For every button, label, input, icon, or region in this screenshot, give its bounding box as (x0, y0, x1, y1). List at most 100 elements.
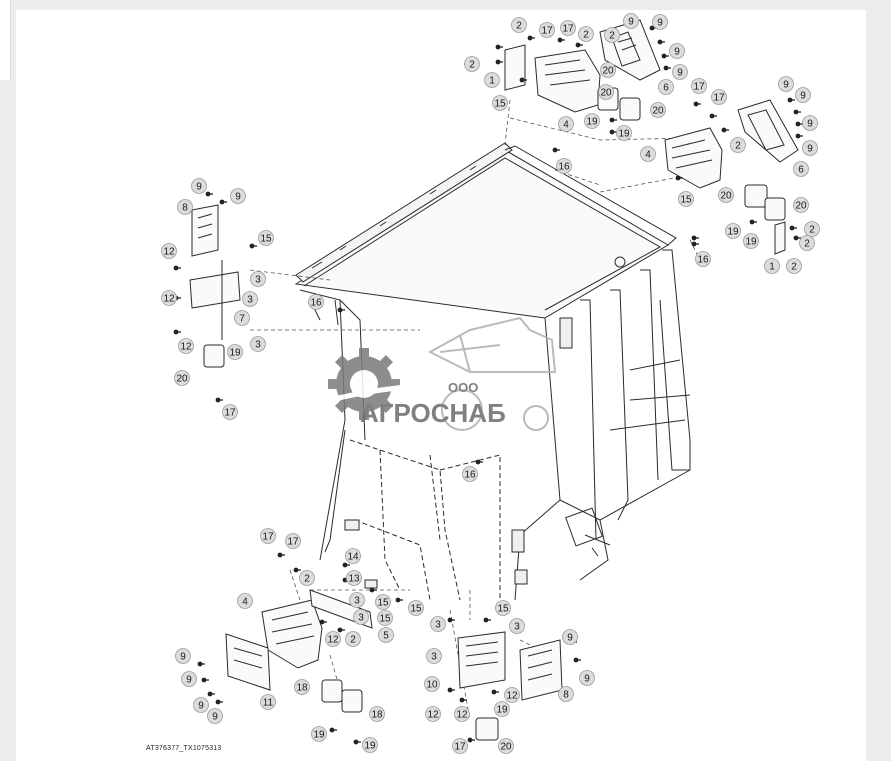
callout-number: 13 (348, 574, 360, 585)
callout-number: 6 (798, 165, 804, 176)
callout-circle (452, 738, 468, 754)
callout-bubble: 2 (786, 258, 802, 274)
callout-number: 15 (379, 614, 391, 625)
callout-bubble: 12 (161, 290, 177, 306)
callout-circle (795, 87, 811, 103)
callout-circle (375, 594, 391, 610)
callout-number: 9 (180, 652, 186, 663)
callout-number: 9 (677, 68, 683, 79)
callout-circle (325, 631, 341, 647)
callout-circle (669, 43, 685, 59)
callout-bubble: 11 (260, 694, 276, 710)
callout-circle (426, 648, 442, 664)
callout-number: 1 (769, 262, 775, 273)
callout-bubble: 17 (539, 22, 555, 38)
callout-bubble: 15 (408, 600, 424, 616)
callout-circle (430, 616, 446, 632)
callout-number: 3 (514, 622, 520, 633)
callout-bubble: 17 (260, 528, 276, 544)
callout-number: 12 (327, 635, 339, 646)
callout-circle (250, 271, 266, 287)
cab-frame (294, 142, 691, 601)
callout-bubble: 2 (799, 235, 815, 251)
callout-number: 1 (489, 76, 495, 87)
callout-bubble: 20 (598, 84, 614, 100)
callout-circle (464, 56, 480, 72)
callout-bubble: 19 (725, 223, 741, 239)
callout-number: 15 (260, 234, 272, 245)
left-parts (189, 204, 241, 368)
callout-circle (558, 686, 574, 702)
callout-bubble: 9 (623, 13, 639, 29)
callout-circle (658, 79, 674, 95)
callout-number: 16 (697, 255, 709, 266)
callout-circle (178, 338, 194, 354)
callout-bubble: 10 (424, 676, 440, 692)
callout-bubble: 12 (504, 687, 520, 703)
callout-circle (604, 27, 620, 43)
callout-number: 2 (469, 60, 475, 71)
callout-number: 9 (628, 17, 634, 28)
callout-bubble: 12 (325, 631, 341, 647)
callout-number: 20 (652, 106, 664, 117)
callout-circle (294, 679, 310, 695)
callout-bubble: 20 (718, 187, 734, 203)
callout-bubble: 19 (743, 233, 759, 249)
callout-circle (598, 84, 614, 100)
callout-bubble: 2 (299, 570, 315, 586)
figure-caption: AT376377_TX1075313 (146, 745, 222, 752)
top-center-parts (504, 19, 661, 121)
callout-circle (652, 14, 668, 30)
callout-bubble: 19 (494, 701, 510, 717)
callout-bubble: 16 (695, 251, 711, 267)
callout-circle (793, 161, 809, 177)
callout-circle (616, 125, 632, 141)
callout-number: 9 (186, 675, 192, 686)
callout-bubble: 9 (652, 14, 668, 30)
callout-number: 17 (693, 82, 705, 93)
callout-circle (672, 64, 688, 80)
callout-number: 2 (804, 239, 810, 250)
callout-bubble: 9 (795, 87, 811, 103)
callout-bubble: 9 (230, 188, 246, 204)
callout-number: 9 (657, 18, 663, 29)
callout-bubble: 20 (793, 197, 809, 213)
callout-number: 3 (435, 620, 441, 631)
callout-bubble: 16 (462, 466, 478, 482)
callout-bubble: 9 (579, 670, 595, 686)
callout-circle (230, 188, 246, 204)
callout-circle (786, 258, 802, 274)
callout-bubble: 17 (222, 404, 238, 420)
callout-bubble: 16 (556, 158, 572, 174)
callout-number: 20 (602, 66, 614, 77)
callout-number: 2 (735, 141, 741, 152)
callout-number: 19 (586, 117, 598, 128)
callout-number: 9 (198, 701, 204, 712)
callout-number: 14 (347, 552, 359, 563)
callout-bubble: 20 (498, 738, 514, 754)
callout-bubble: 18 (369, 706, 385, 722)
callout-bubble: 6 (793, 161, 809, 177)
callout-number: 3 (247, 295, 253, 306)
callout-circle (743, 233, 759, 249)
callout-bubble: 15 (678, 191, 694, 207)
callout-circle (579, 670, 595, 686)
callout-number: 17 (287, 537, 299, 548)
callout-circle (237, 593, 253, 609)
callout-number: 15 (680, 195, 692, 206)
callout-bubble: 9 (207, 708, 223, 724)
callout-bubble: 12 (454, 706, 470, 722)
callout-number: 17 (262, 532, 274, 543)
callout-bubble: 15 (375, 594, 391, 610)
callout-number: 9 (674, 47, 680, 58)
callout-circle (492, 95, 508, 111)
callout-circle (369, 706, 385, 722)
callout-circle (711, 89, 727, 105)
callout-number: 8 (182, 203, 188, 214)
callout-circle (353, 609, 369, 625)
callout-number: 9 (783, 80, 789, 91)
callout-bubble: 3 (430, 616, 446, 632)
callout-number: 17 (454, 742, 466, 753)
callout-number: 2 (791, 262, 797, 273)
callout-bubble: 13 (346, 570, 362, 586)
